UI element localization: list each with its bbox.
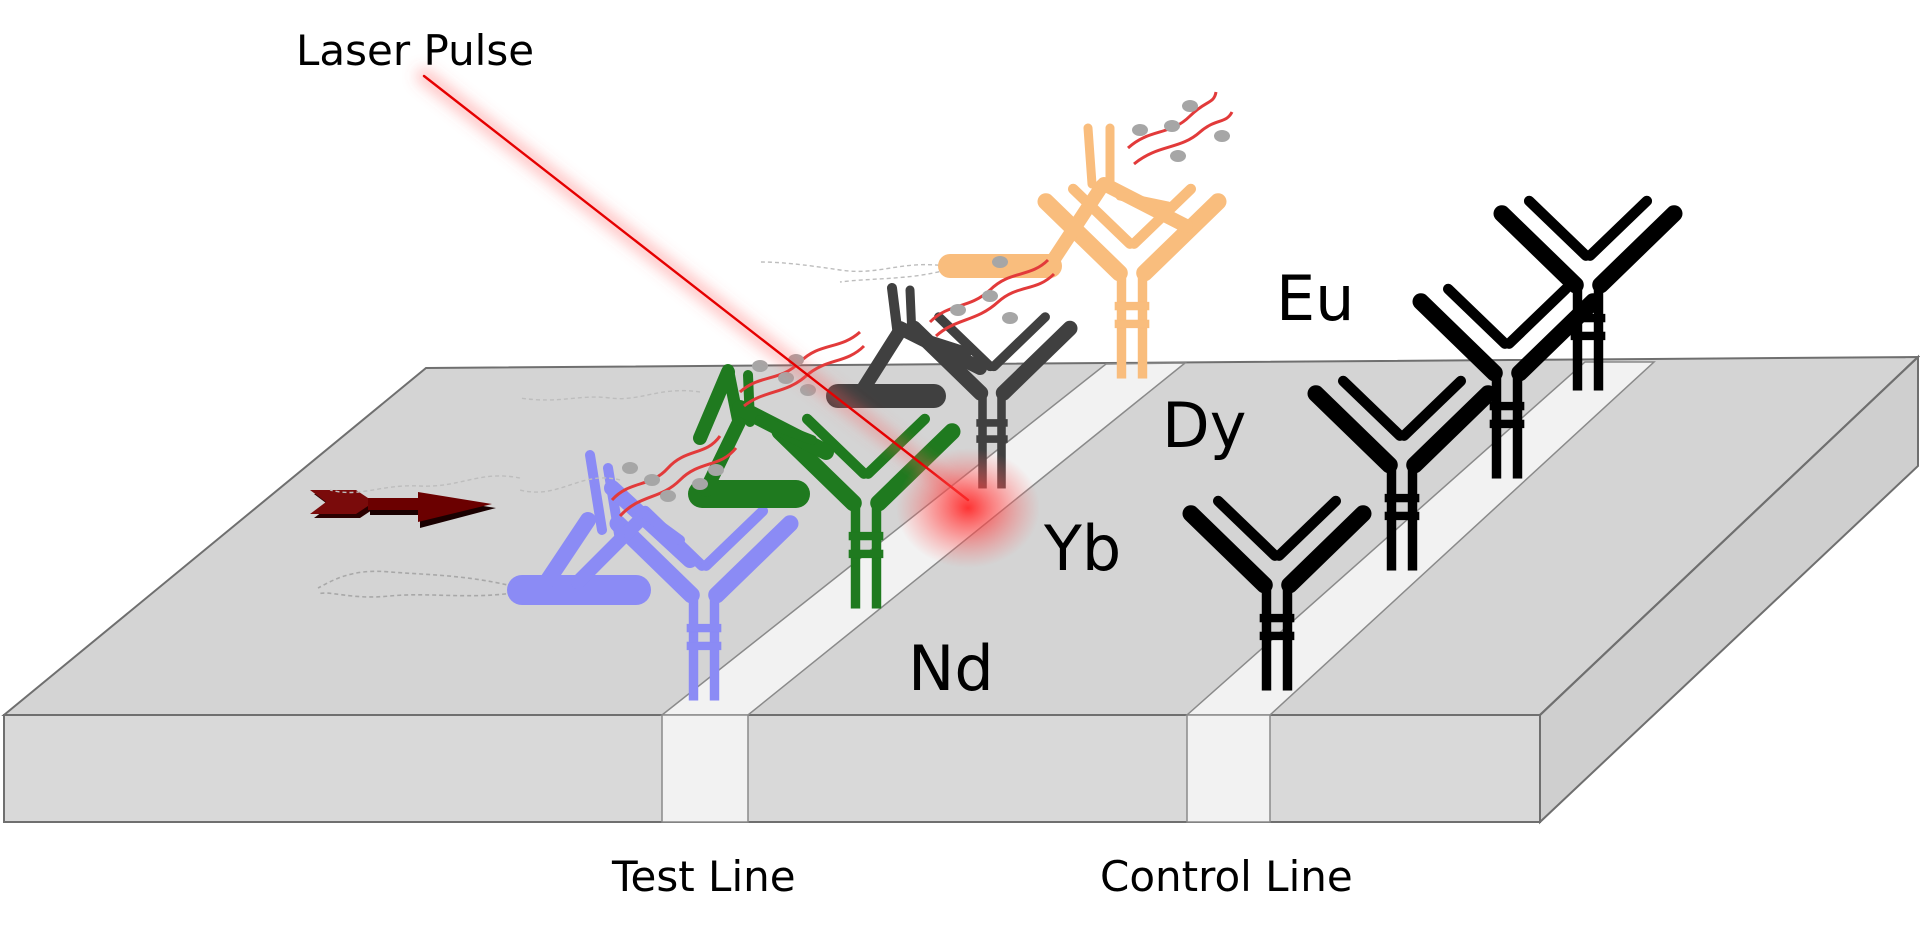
- antibody-dy-complex: [826, 283, 1070, 488]
- control-line-band: [1185, 361, 1656, 823]
- eu-label: Eu: [1276, 262, 1354, 335]
- control-line-label: Control Line: [1100, 852, 1353, 901]
- dna-strand: [317, 570, 521, 598]
- laser-pulse-label: Laser Pulse: [296, 26, 534, 75]
- antibody-yb-complex: [519, 364, 952, 608]
- nd-label: Nd: [908, 632, 994, 705]
- linker-beads: [610, 91, 1234, 518]
- dy-label: Dy: [1162, 389, 1246, 462]
- laser-excitation-spot: [896, 448, 1040, 568]
- test-line-label: Test Line: [611, 852, 796, 901]
- yb-label: Yb: [1043, 512, 1121, 585]
- test-strip: [1, 354, 1920, 825]
- antibody-eu-complex: [759, 123, 1218, 378]
- flow-direction-arrow-icon: [310, 490, 496, 528]
- laser-pulse-beam: [416, 68, 976, 508]
- strip-front-face: [3, 714, 1541, 823]
- antibody-icon: [1046, 189, 1218, 378]
- antibody-nd-complex: [317, 450, 790, 700]
